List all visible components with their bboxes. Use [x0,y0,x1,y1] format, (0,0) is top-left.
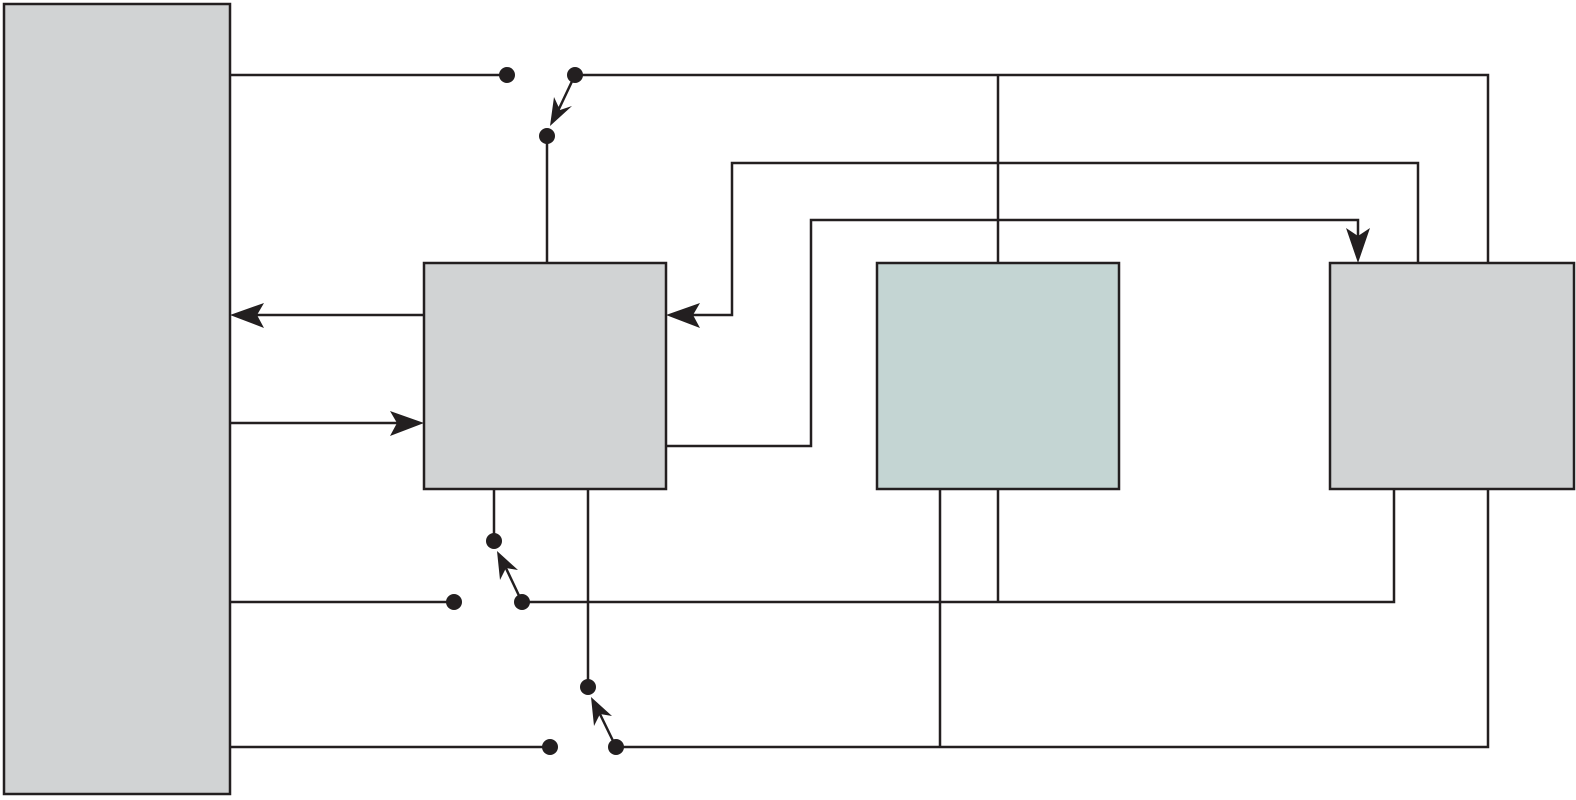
switch-bottom-pivot [580,679,596,695]
left-unit-block [2,2,232,796]
arrowhead-into-right-unit [1346,228,1370,263]
switch-middle-contact-left [446,594,462,610]
center-right-unit-block [875,261,1121,491]
wire-bottom-bus [616,489,1490,749]
switch-middle-pivot [486,533,502,549]
wire-right-to-center-left-feedback [690,161,1420,317]
arrowhead-into-center-left [666,303,700,328]
switch-top-contact-right [567,67,583,83]
wire-middle-bus [522,489,1396,604]
switch-middle-contact-right [514,594,530,610]
switch-top-pivot [539,128,555,144]
switch-middle-arrowhead [497,551,518,580]
switch-bottom-arrowhead [591,697,612,726]
arrowhead-into-left-unit [230,303,264,328]
wire-center-left-to-right [666,218,1360,448]
arrowhead-into-center-left-input [390,411,424,436]
switch-top-arrowhead [550,97,572,126]
right-unit-block [1328,261,1576,491]
switch-bottom-contact-left [542,739,558,755]
switch-top-contact-left [499,67,515,83]
switch-bottom-contact-right [608,739,624,755]
wire-top-bus [575,73,1490,263]
center-left-unit-block [422,261,668,491]
